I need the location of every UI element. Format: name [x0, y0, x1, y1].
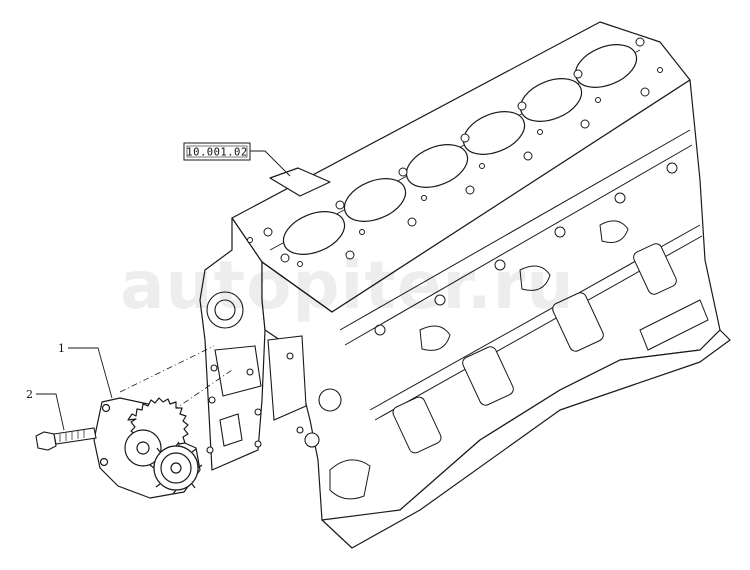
- deck-holes: [247, 37, 663, 267]
- reference-box[interactable]: 10.001.02: [183, 142, 291, 177]
- callout-1-number: 1: [58, 342, 65, 355]
- block-front-details: [206, 291, 342, 454]
- assembly-lines: [119, 345, 233, 441]
- cylinder-bores: [282, 44, 638, 255]
- oil-pump: [93, 397, 203, 499]
- callout-1: 1: [58, 342, 113, 399]
- callout-2-number: 2: [26, 388, 33, 401]
- pump-idler-gear: [149, 441, 203, 495]
- watermark-text: autopiter.ru: [120, 247, 574, 324]
- block-side-details: [329, 129, 709, 500]
- pump-drive-gear: [124, 397, 189, 467]
- callout-2: 2: [26, 388, 65, 431]
- reference-label: 10.001.02: [186, 147, 247, 159]
- bolt: [35, 427, 97, 451]
- watermark: autopiter.ru: [120, 247, 574, 324]
